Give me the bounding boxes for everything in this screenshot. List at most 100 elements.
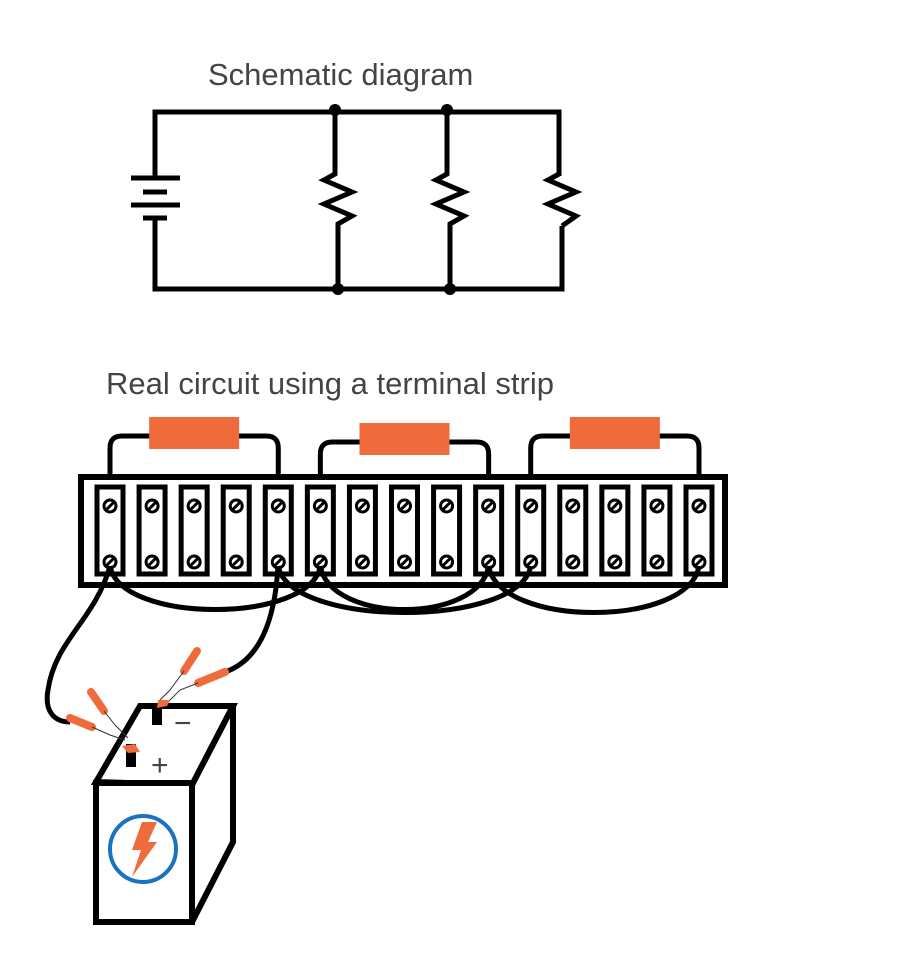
resistor-body [359,423,450,455]
screw-icon [397,554,412,570]
resistor-body [149,417,240,449]
screw-slot [399,556,410,568]
terminal-6 [304,484,336,577]
screw-icon [649,554,665,570]
clip-handle [87,688,108,715]
terminal-3 [178,484,210,577]
screw-slot [399,500,410,512]
screw-icon [144,554,160,570]
junction-dot [329,104,341,116]
screw-slot [189,500,200,512]
screw-slot [609,556,620,568]
screw-icon [439,498,455,514]
screw-slot [231,500,242,512]
jumper-wire [317,565,492,612]
battery-post-positive [126,744,136,767]
screw-icon [270,498,286,514]
screw-icon [354,554,370,570]
junction-dot [332,283,344,295]
screw-icon [439,554,455,570]
terminal-13 [599,484,631,577]
clip-tip [122,744,140,753]
screw-slot [357,500,368,512]
screw-slot [273,556,284,568]
terminal-11 [515,484,547,577]
screw-slot [147,500,158,512]
screw-slot [693,500,705,512]
terminal-4 [220,484,252,577]
real-circuit-title: Real circuit using a terminal strip [106,366,554,401]
resistor-body [569,417,660,449]
battery-post-negative [152,705,162,725]
positive-sign: + [151,749,169,782]
terminal-5 [262,484,294,577]
screw-icon [102,554,118,570]
screw-icon [144,498,160,514]
screw-slot [441,556,452,568]
screw-icon [354,498,370,514]
clip-jaw [91,710,129,741]
jumper-wires [107,565,702,615]
schematic-resistor-r1 [317,112,359,289]
screw-slot [651,500,662,512]
battery-lead-positive [44,565,113,725]
schematic-resistor-r3 [541,171,583,229]
screw-icon [607,498,623,514]
screw-icon [607,554,623,570]
screw-icon [523,554,539,570]
screw-slot [147,556,158,568]
terminal-7 [346,484,378,577]
screw-icon [649,498,665,514]
terminal-9 [431,484,463,577]
strip-resistors [107,417,702,489]
screw-slot [483,500,494,512]
junction-dot [441,104,453,116]
terminal-2 [136,484,168,577]
alligator-clip-positive [66,688,140,753]
strip-resistor-r3 [528,417,702,489]
real-circuit: Real circuit using a terminal strip − + [44,366,728,925]
terminal-15 [683,484,715,577]
terminal-block [557,484,589,577]
battery-icon-ring [108,814,178,884]
battery: − + [90,703,238,925]
terminal-14 [641,484,673,577]
terminal-12 [557,484,589,577]
terminal-strip-terminals [94,484,715,577]
strip-resistor-r1 [107,417,281,489]
schematic-battery [131,175,180,221]
screw-slot [357,556,368,568]
strip-resistor-r2 [317,423,492,489]
screw-icon [397,498,412,514]
screw-slot [104,556,116,568]
screw-icon [565,498,581,514]
screw-icon [228,554,244,570]
alligator-clip-negative [157,647,229,708]
screw-slot [273,500,284,512]
terminal-1 [94,484,126,577]
clip-tip [157,700,170,708]
schematic-title: Schematic diagram [208,57,473,92]
screw-slot [525,556,536,568]
screw-icon [228,498,244,514]
screw-slot [483,556,494,568]
screw-icon [186,554,202,570]
clip-jaw [159,670,199,706]
screw-icon [102,498,118,514]
screw-slot [525,500,536,512]
screw-slot [104,500,116,512]
screw-slot [315,556,326,568]
screw-slot [609,500,620,512]
screw-slot [693,556,705,568]
clip-handle [194,668,229,687]
screw-icon [481,498,497,514]
negative-sign: − [174,707,192,740]
screw-slot [567,500,578,512]
schematic-bottom-wire [152,218,565,292]
clip-handle [180,647,201,675]
screw-icon [312,498,328,514]
battery-lead-negative [224,565,281,675]
screw-slot [231,556,242,568]
schematic-top-wire [152,109,562,180]
